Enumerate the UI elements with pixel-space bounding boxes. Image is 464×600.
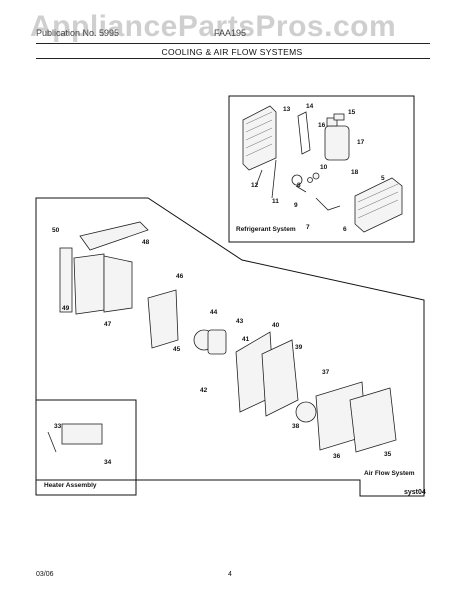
callout-33: 33 bbox=[54, 423, 62, 430]
callout-12: 12 bbox=[251, 182, 259, 189]
grommet bbox=[307, 177, 313, 183]
diagram-code: syst04 bbox=[404, 489, 426, 496]
evaporator-coil bbox=[354, 177, 403, 233]
footer-date: 03/06 bbox=[36, 571, 54, 578]
callout-15: 15 bbox=[348, 109, 356, 116]
callout-47: 47 bbox=[104, 321, 112, 328]
callout-34: 34 bbox=[104, 459, 112, 466]
callout-36: 36 bbox=[333, 453, 341, 460]
callout-40: 40 bbox=[272, 322, 280, 329]
airflow-system-caption: Air Flow System bbox=[364, 470, 415, 477]
header-rule-bottom bbox=[36, 58, 430, 59]
callout-49: 49 bbox=[62, 305, 70, 312]
callout-10: 10 bbox=[320, 164, 328, 171]
callout-14: 14 bbox=[306, 103, 314, 110]
callout-11: 11 bbox=[272, 198, 279, 205]
callout-37: 37 bbox=[322, 369, 330, 376]
filter bbox=[73, 253, 105, 315]
capillary-loop bbox=[291, 174, 303, 186]
callout-45: 45 bbox=[173, 346, 181, 353]
airflow-parts bbox=[47, 221, 397, 453]
overload bbox=[326, 117, 338, 127]
heater-element bbox=[61, 423, 103, 445]
callout-41: 41 bbox=[242, 336, 250, 343]
callout-48: 48 bbox=[142, 239, 150, 246]
refrigerant-panel bbox=[228, 95, 415, 243]
discharge-grille bbox=[349, 387, 397, 453]
publication-number: Publication No. 5995 bbox=[36, 28, 120, 38]
top-panel bbox=[79, 221, 149, 251]
tube bbox=[297, 111, 311, 155]
page-title: COOLING & AIR FLOW SYSTEMS bbox=[161, 47, 303, 57]
side-seal bbox=[59, 247, 73, 313]
watermark: AppliancePartsPros.com bbox=[30, 10, 397, 43]
callout-50: 50 bbox=[52, 227, 60, 234]
scroll bbox=[261, 339, 299, 417]
refrigerant-tubing bbox=[255, 159, 341, 211]
heater-panel bbox=[35, 399, 137, 496]
callout-39: 39 bbox=[295, 344, 303, 351]
grommet bbox=[312, 172, 320, 180]
heater-wire bbox=[47, 431, 57, 453]
cover bbox=[333, 113, 345, 121]
callout-13: 13 bbox=[283, 106, 291, 113]
model-number: FAA195 bbox=[214, 28, 247, 38]
callout-42: 42 bbox=[200, 387, 208, 394]
footer-page-number: 4 bbox=[228, 571, 232, 578]
callout-43: 43 bbox=[236, 318, 244, 325]
blower-wheel bbox=[295, 401, 317, 423]
compressor bbox=[324, 125, 350, 161]
callout-16: 16 bbox=[318, 122, 326, 129]
callout-17: 17 bbox=[357, 139, 365, 146]
header-rule-top bbox=[36, 43, 430, 44]
callout-6: 6 bbox=[343, 226, 347, 233]
condenser-coil bbox=[242, 105, 277, 171]
callouts: 13 14 15 16 17 10 18 5 12 11 9 8 7 6 50 … bbox=[52, 103, 392, 466]
airflow-panel bbox=[35, 197, 425, 497]
callout-5: 5 bbox=[381, 175, 385, 182]
heater-assembly-caption: Heater Assembly bbox=[44, 482, 97, 489]
callout-46: 46 bbox=[176, 273, 184, 280]
refrigerant-system-caption: Refrigerant System bbox=[236, 226, 296, 233]
shroud bbox=[103, 255, 133, 313]
callout-18: 18 bbox=[351, 169, 359, 176]
callout-44: 44 bbox=[210, 309, 218, 316]
barrier bbox=[147, 289, 179, 349]
fan-motor bbox=[207, 329, 227, 355]
callout-7: 7 bbox=[306, 224, 310, 231]
callout-8: 8 bbox=[297, 182, 301, 189]
callout-38: 38 bbox=[292, 423, 300, 430]
callout-9: 9 bbox=[294, 202, 298, 209]
refrigerant-parts bbox=[242, 105, 403, 233]
callout-35: 35 bbox=[384, 451, 392, 458]
